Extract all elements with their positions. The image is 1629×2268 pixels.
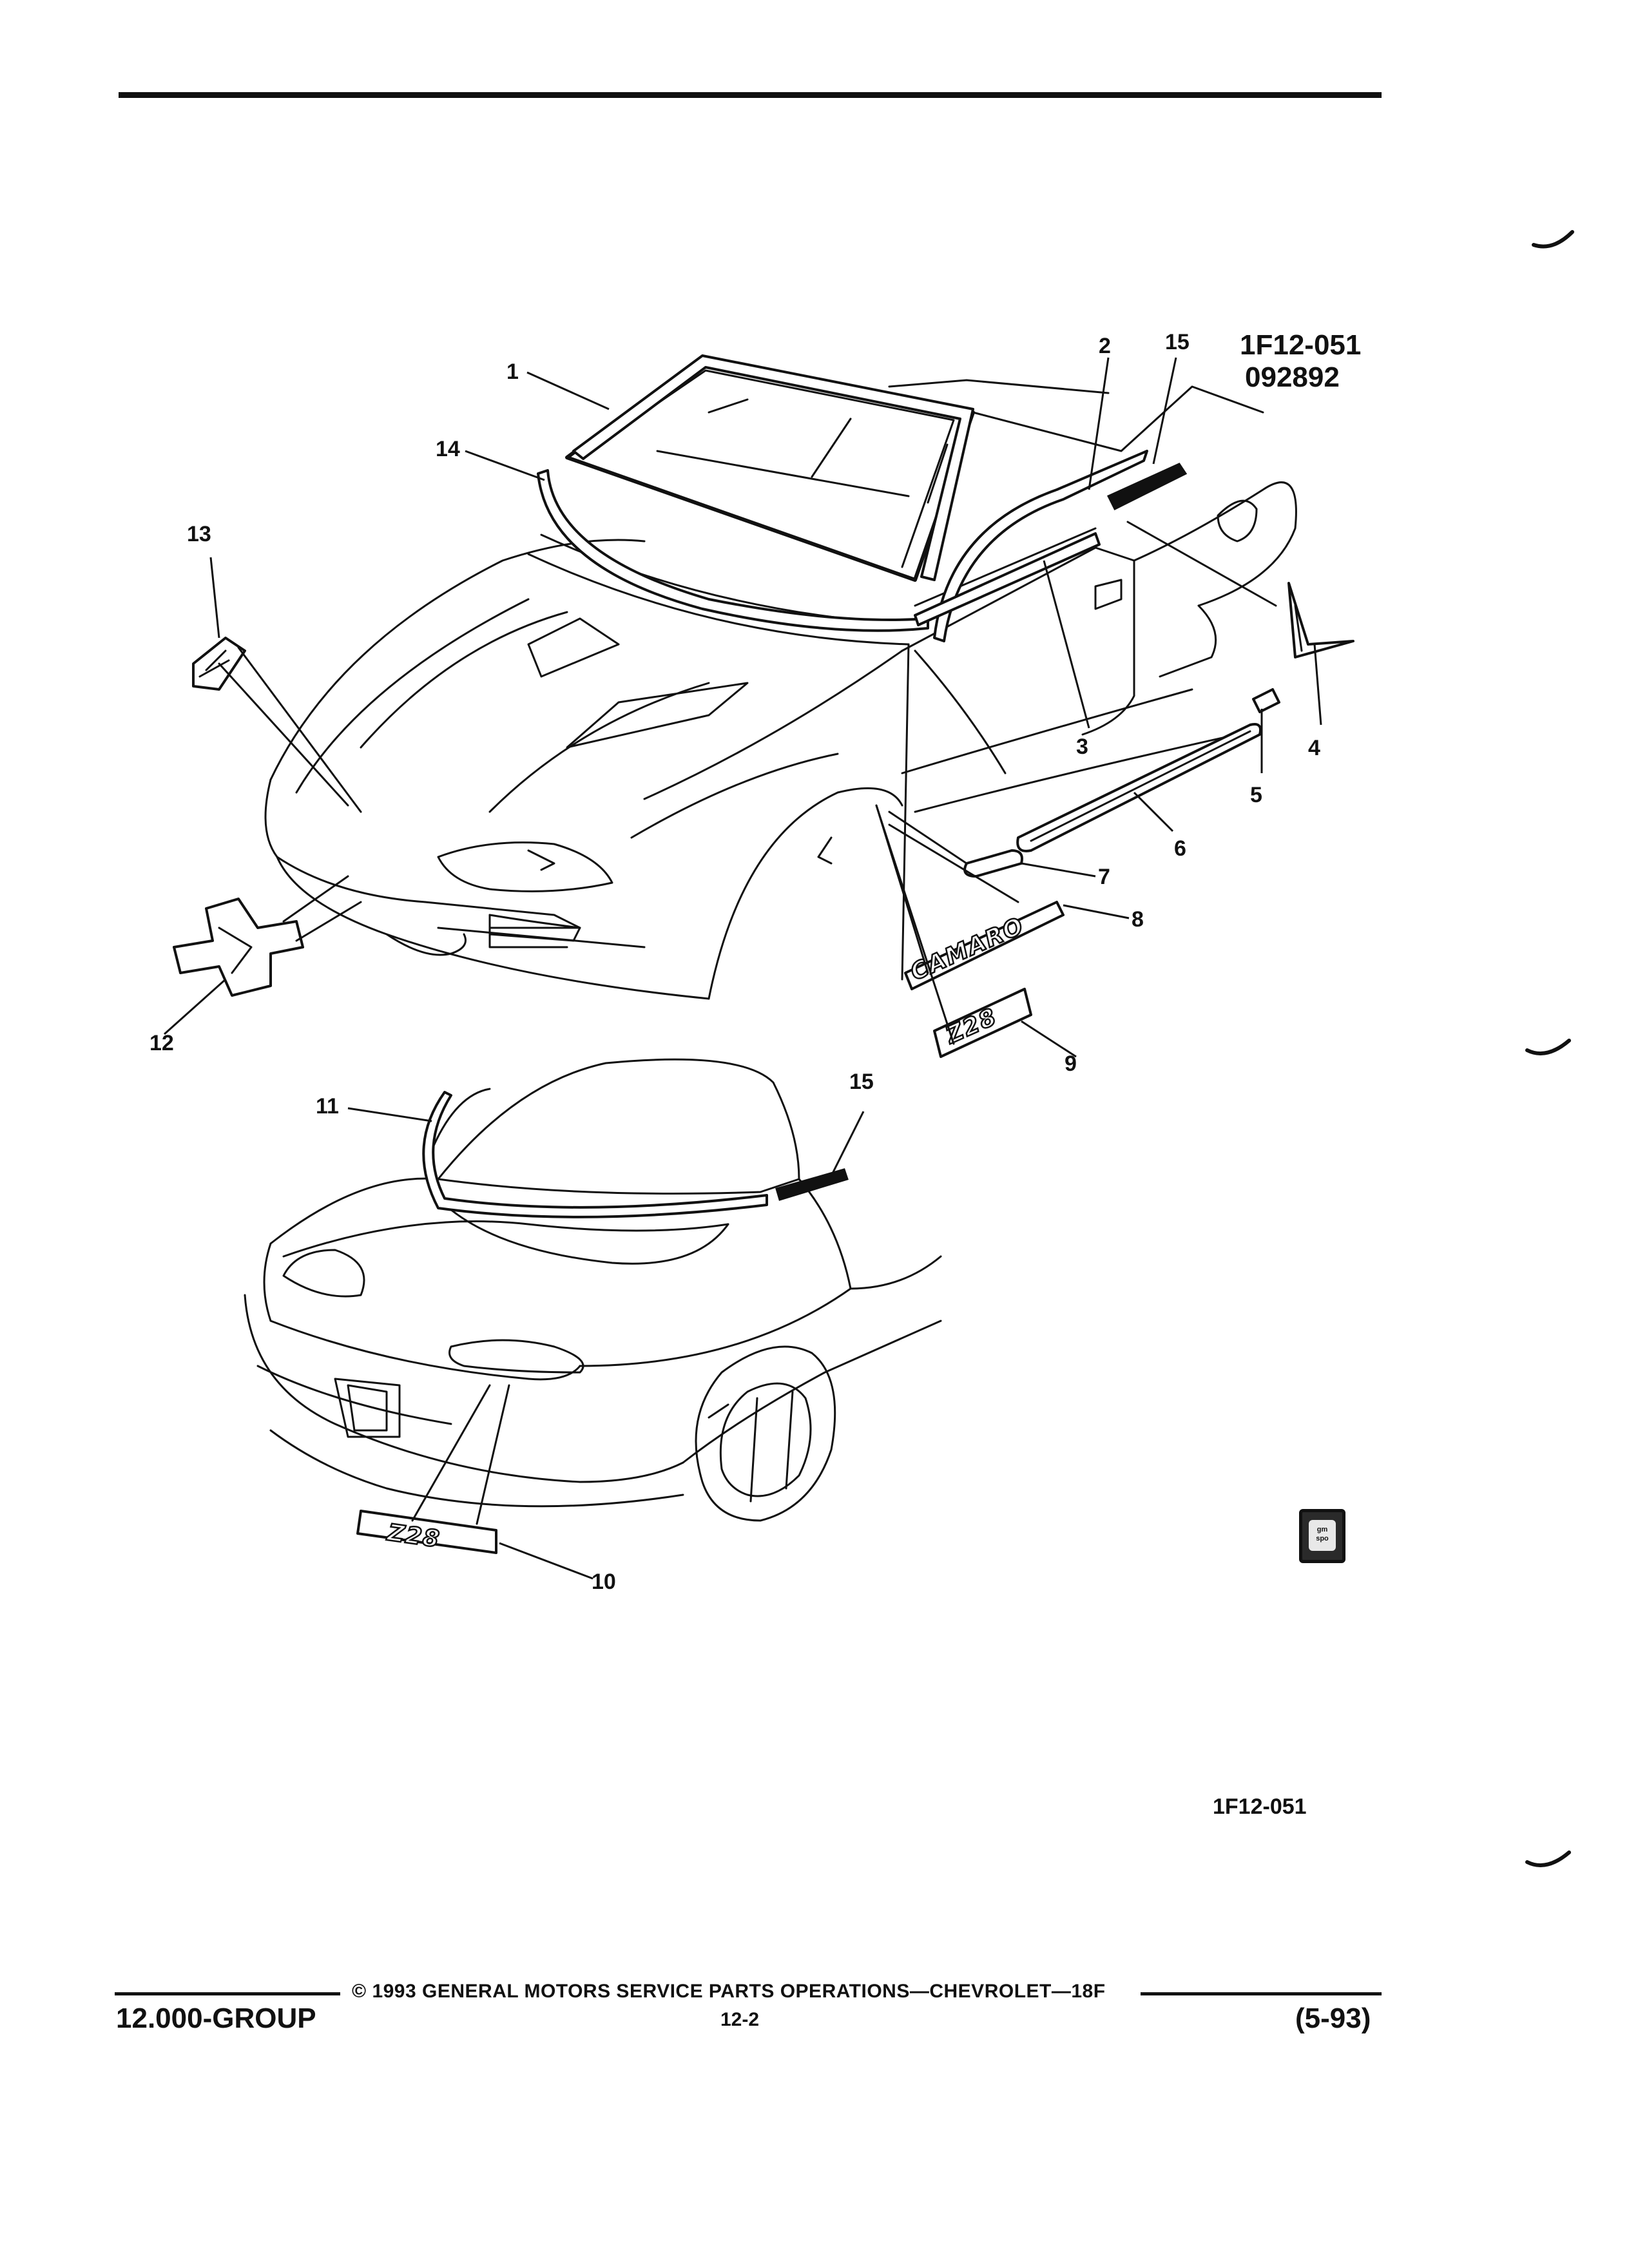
- part-15-roof-side-molding-rear: [775, 1168, 849, 1201]
- gm-spo-logo: gm spo: [1299, 1509, 1345, 1563]
- part-11-rear-window-molding: [422, 1091, 768, 1218]
- callout-11: 11: [316, 1094, 339, 1119]
- callout-9: 9: [1065, 1052, 1077, 1076]
- rear-car-illustration: [244, 1058, 942, 1522]
- part-7-molding-end: [963, 849, 1023, 878]
- part-14-windshield-lower-molding: [537, 469, 929, 632]
- footer-revision-date: (5-93): [1295, 2003, 1371, 2034]
- binder-mark-1: [1532, 230, 1574, 249]
- part-9-z28-side-emblem: Z28: [933, 988, 1032, 1058]
- binder-mark-3: [1525, 1850, 1571, 1867]
- part-12-bowtie-emblem: [173, 898, 304, 997]
- leader-lines: [163, 357, 1322, 1580]
- callout-5: 5: [1250, 783, 1262, 807]
- callout-7: 7: [1098, 865, 1110, 889]
- figure-code: 1F12-051: [1240, 329, 1361, 361]
- callout-8: 8: [1132, 907, 1144, 932]
- part-6-rocker-molding: [1016, 723, 1262, 852]
- gm-spo-logo-inner: gm spo: [1309, 1520, 1336, 1551]
- callout-4: 4: [1308, 736, 1320, 760]
- figure-date-code: 092892: [1245, 361, 1340, 393]
- part-1-windshield-molding: [572, 354, 974, 581]
- callout-10: 10: [592, 1570, 616, 1594]
- callout-numbers: 1 2 3 4 5 6 7 8 9 10 11 12 13 14 15 15: [149, 330, 1320, 1594]
- part-10-rear-z28-emblem: Z28: [356, 1510, 497, 1554]
- footer-copyright: © 1993 GENERAL MOTORS SERVICE PARTS OPER…: [352, 1981, 1106, 2002]
- footer-page-number: 12-2: [720, 2009, 760, 2030]
- camaro-badge-text: CAMARO: [907, 912, 1028, 986]
- header-rule: [119, 92, 1382, 98]
- footer-left-rule: [115, 1992, 340, 1995]
- callout-15-front: 15: [1165, 330, 1190, 354]
- front-car-illustration: [264, 356, 1297, 1000]
- part-8-camaro-nameplate: CAMARO: [904, 901, 1065, 990]
- callout-12: 12: [149, 1031, 174, 1055]
- callout-14: 14: [436, 437, 460, 461]
- logo-text-top: gm: [1316, 1526, 1328, 1533]
- part-4-quarter-molding: [1287, 582, 1354, 658]
- callout-2: 2: [1099, 334, 1111, 358]
- footer-group-label: 12.000-GROUP: [116, 2003, 316, 2034]
- part-5-rocker-end-cap: [1252, 688, 1280, 713]
- part-15-roof-side-molding-front: [1106, 463, 1188, 511]
- callout-15-rear: 15: [849, 1070, 874, 1094]
- callout-1: 1: [506, 360, 519, 384]
- binder-mark-2: [1525, 1039, 1571, 1055]
- callout-3: 3: [1076, 735, 1088, 759]
- logo-text-bottom: spo: [1316, 1535, 1329, 1542]
- callout-6: 6: [1174, 836, 1186, 861]
- part-2-roof-rail-molding: [933, 450, 1148, 642]
- footer-right-rule: [1141, 1992, 1382, 1995]
- figure-code-bottom: 1F12-051: [1213, 1794, 1307, 1819]
- part-3-door-belt-molding: [914, 532, 1101, 626]
- callout-13: 13: [187, 522, 211, 546]
